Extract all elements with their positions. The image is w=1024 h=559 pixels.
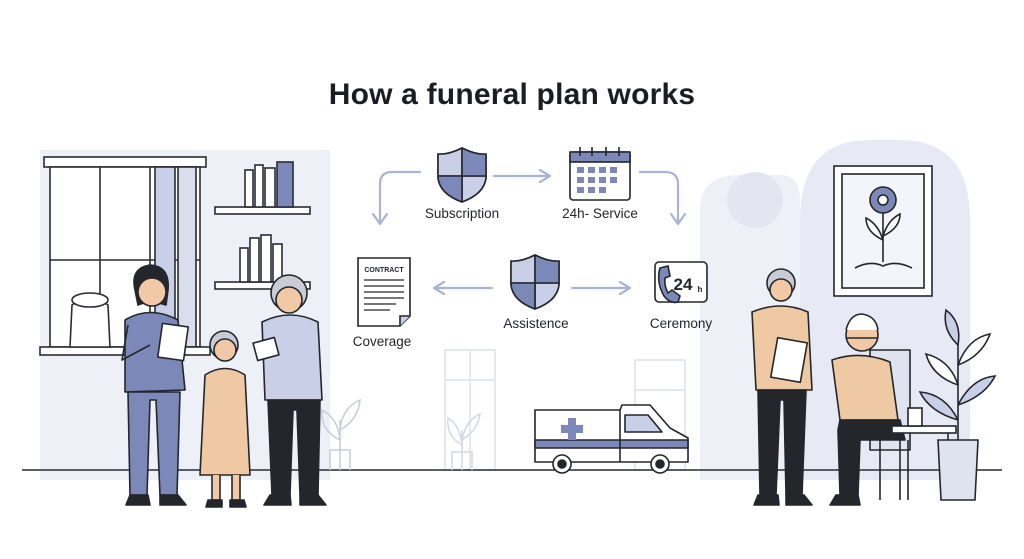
step-label-subscription: Subscription xyxy=(424,206,500,221)
window xyxy=(43,156,207,348)
step-label-assistance: Assistence xyxy=(503,316,569,331)
flow-arrows xyxy=(371,168,687,296)
phone-24h-icon: 24 h xyxy=(654,261,708,304)
arrow-to-ceremony xyxy=(638,170,680,224)
calendar-icon xyxy=(569,147,631,201)
phone-badge-number: 24 xyxy=(674,275,693,294)
step-label-ceremony: Ceremony xyxy=(649,316,713,331)
shield-icon xyxy=(437,147,487,203)
ambulance xyxy=(534,404,689,474)
plant-center xyxy=(447,412,481,470)
flower-picture-frame xyxy=(833,165,933,297)
step-label-coverage: Coverage xyxy=(352,334,412,349)
urn xyxy=(69,292,111,348)
bookshelves xyxy=(214,161,311,290)
phone-badge-unit: h xyxy=(698,285,703,294)
contract-text: CONTRACT xyxy=(364,267,404,274)
plant-left xyxy=(321,398,361,470)
caregiver-figure xyxy=(751,268,813,506)
grandmother-figure xyxy=(252,274,327,506)
nurse-figure xyxy=(121,264,190,506)
elderly-man-figure xyxy=(829,313,911,506)
assistance-shield-icon xyxy=(510,254,560,310)
step-label-24h-service: 24h- Service xyxy=(562,206,638,221)
page-title: How a funeral plan works xyxy=(328,78,696,111)
contract-document-icon: CONTRACT xyxy=(357,257,411,327)
potted-plant-right xyxy=(918,308,997,501)
arrow-to-coverage xyxy=(378,170,422,224)
child-figure xyxy=(199,330,251,508)
